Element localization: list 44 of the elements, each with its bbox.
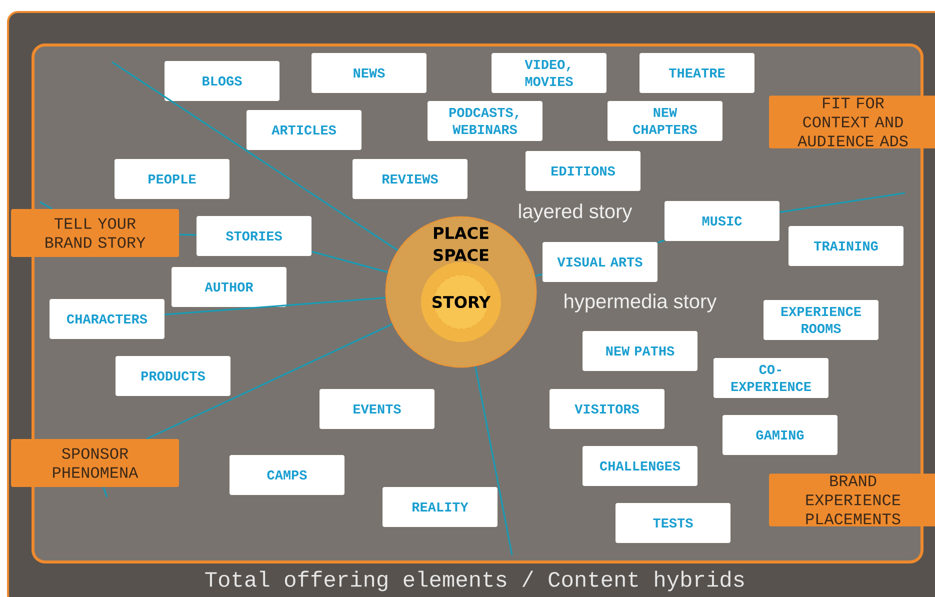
callout-box: BRAND EXPERIENCE PLACEMENTS — [769, 474, 935, 526]
connector-line — [102, 486, 108, 498]
element-box: STORIES — [196, 216, 312, 256]
element-box: NEWS — [312, 53, 426, 93]
connector-line — [780, 192, 906, 213]
connector-line — [312, 250, 388, 273]
element-box: CHARACTERS — [50, 299, 164, 339]
connector-line — [40, 201, 52, 210]
element-box: REALITY — [382, 487, 498, 527]
element-box: VISUAL ARTS — [542, 242, 658, 282]
element-box: GAMING — [722, 415, 838, 455]
element-box: REVIEWS — [352, 159, 468, 199]
element-box: VISITORS — [550, 389, 664, 429]
caption: Total offering elements / Content hybrids — [205, 570, 744, 592]
element-box: BLOGS — [164, 61, 280, 101]
element-box: CHALLENGES — [582, 446, 698, 486]
element-box: MUSIC — [664, 201, 780, 241]
connector-line — [657, 240, 665, 244]
connector-line — [164, 296, 386, 316]
connector-line — [112, 61, 398, 251]
element-box: ARTICLES — [246, 110, 362, 150]
element-box: CO-EXPERIENCE — [714, 358, 828, 398]
connector-line — [146, 323, 393, 440]
element-box: EDITIONS — [526, 151, 640, 191]
story-label: hypermedia story — [564, 294, 717, 312]
element-box: THEATRE — [640, 53, 754, 93]
element-box: AUTHOR — [172, 267, 286, 307]
element-box: PRODUCTS — [116, 356, 230, 396]
element-box: EVENTS — [320, 389, 434, 429]
element-box: EXPERIENCE ROOMS — [764, 300, 878, 340]
callout-box: FIT FOR CONTEXT AND AUDIENCE ADS — [769, 96, 935, 148]
callout-box: SPONSOR PHENOMENA — [11, 439, 179, 487]
element-box: TESTS — [616, 503, 730, 543]
element-box: NEW PATHS — [582, 331, 698, 371]
element-box: CAMPS — [230, 455, 344, 495]
element-box: NEW CHAPTERS — [608, 101, 722, 141]
element-box: PODCASTS, WEBINARS — [428, 101, 542, 141]
element-box: PEOPLE — [114, 159, 230, 199]
callout-box: TELL YOUR BRAND STORY — [11, 209, 179, 257]
connector-line — [474, 366, 513, 556]
element-box: VIDEO, MOVIES — [492, 53, 606, 93]
connector-line — [179, 234, 196, 236]
connector-line — [534, 274, 542, 277]
element-box: TRAINING — [788, 226, 904, 266]
